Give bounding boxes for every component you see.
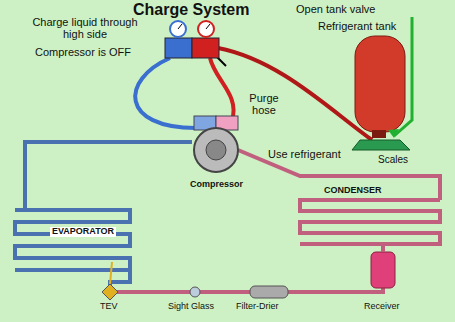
scale-platform — [352, 140, 410, 150]
component-label: Compressor — [188, 180, 245, 190]
charging-hose — [218, 48, 372, 140]
suction-line — [25, 142, 192, 210]
gauge-needle — [178, 24, 182, 29]
hose-label: Purge hose — [240, 92, 288, 116]
filter-drier — [250, 286, 288, 298]
diagram-title: Charge System — [133, 1, 250, 19]
liquid-line — [110, 286, 383, 292]
low-side-hose — [135, 58, 196, 128]
component-label: Sight Glass — [168, 302, 214, 312]
scale-label: Scales — [378, 154, 408, 165]
compressor-hub — [206, 140, 226, 160]
manifold-high — [192, 38, 219, 58]
green-arrow — [394, 17, 412, 136]
component-label: EVAPORATOR — [50, 227, 116, 237]
receiver — [371, 252, 395, 288]
high-gauge — [198, 21, 214, 37]
evaporator-coil — [15, 210, 130, 270]
component-label: Filter-Drier — [236, 302, 279, 312]
receiver-inlet — [381, 244, 385, 252]
refrigerant-tank — [355, 36, 405, 132]
arrowhead — [388, 129, 399, 138]
manifold-low — [165, 38, 192, 58]
component-label: TEV — [100, 302, 118, 312]
tev-valve — [102, 284, 118, 300]
instruction-note: Use refrigerant — [268, 148, 341, 160]
high-side-hose — [210, 58, 234, 120]
condenser-coil — [300, 200, 440, 244]
compressor-body — [194, 128, 238, 172]
instruction-note: Open tank valve — [296, 3, 376, 15]
sight-glass — [190, 287, 200, 297]
component-label: Receiver — [364, 302, 400, 312]
component-label: CONDENSER — [322, 186, 384, 196]
tev-bulb-line — [110, 262, 112, 284]
instruction-note: Charge liquid through high side — [30, 16, 140, 40]
instruction-note: Compressor is OFF — [35, 46, 131, 58]
tank-valve — [372, 130, 386, 138]
gauge-needle — [206, 24, 210, 29]
low-gauge — [170, 21, 186, 37]
tank-label: Refrigerant tank — [316, 20, 398, 32]
